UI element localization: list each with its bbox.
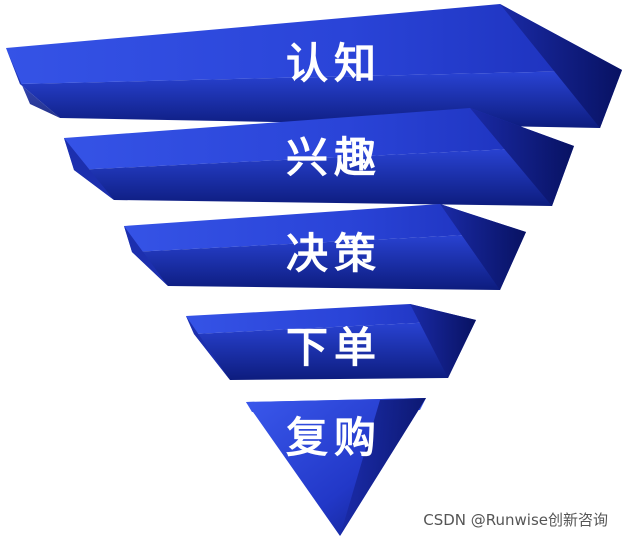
stage-3-left-face [124,226,168,286]
stage-5-side-face [340,398,426,536]
stage-4-side-face [410,304,476,378]
stage-2-left-face [64,138,114,200]
funnel-stage-3: 决策 [124,204,526,290]
funnel-stage-5: 复购 [246,398,426,536]
stage-1-top-face [6,4,622,84]
stage-3-label: 决策 [286,229,382,278]
stage-1-front-face [6,48,60,118]
stage-5-label: 复购 [286,413,382,462]
stage-4-left-face [186,316,230,380]
stage-4-bottom-face [194,320,476,380]
watermark-text: CSDN @Runwise创新咨询 [423,511,608,529]
funnel-stage-1: 认知 [6,4,622,128]
funnel-stage-4: 下单 [186,304,476,380]
stage-3-bottom-face [132,232,526,290]
stage-4-top-face [186,304,476,334]
stage-3-top-face [124,204,526,252]
stage-3-side-face [440,204,526,290]
stage-1-side-face [500,4,622,128]
stage-2-label: 兴趣 [286,133,382,182]
stage-2-side-face [470,108,574,206]
stage-2-bottom-face [74,146,574,206]
stage-1-label: 认知 [286,39,382,88]
funnel-stage-2: 兴趣 [64,108,574,206]
stage-4-label: 下单 [286,323,382,372]
stage-2-top-face [64,108,574,170]
